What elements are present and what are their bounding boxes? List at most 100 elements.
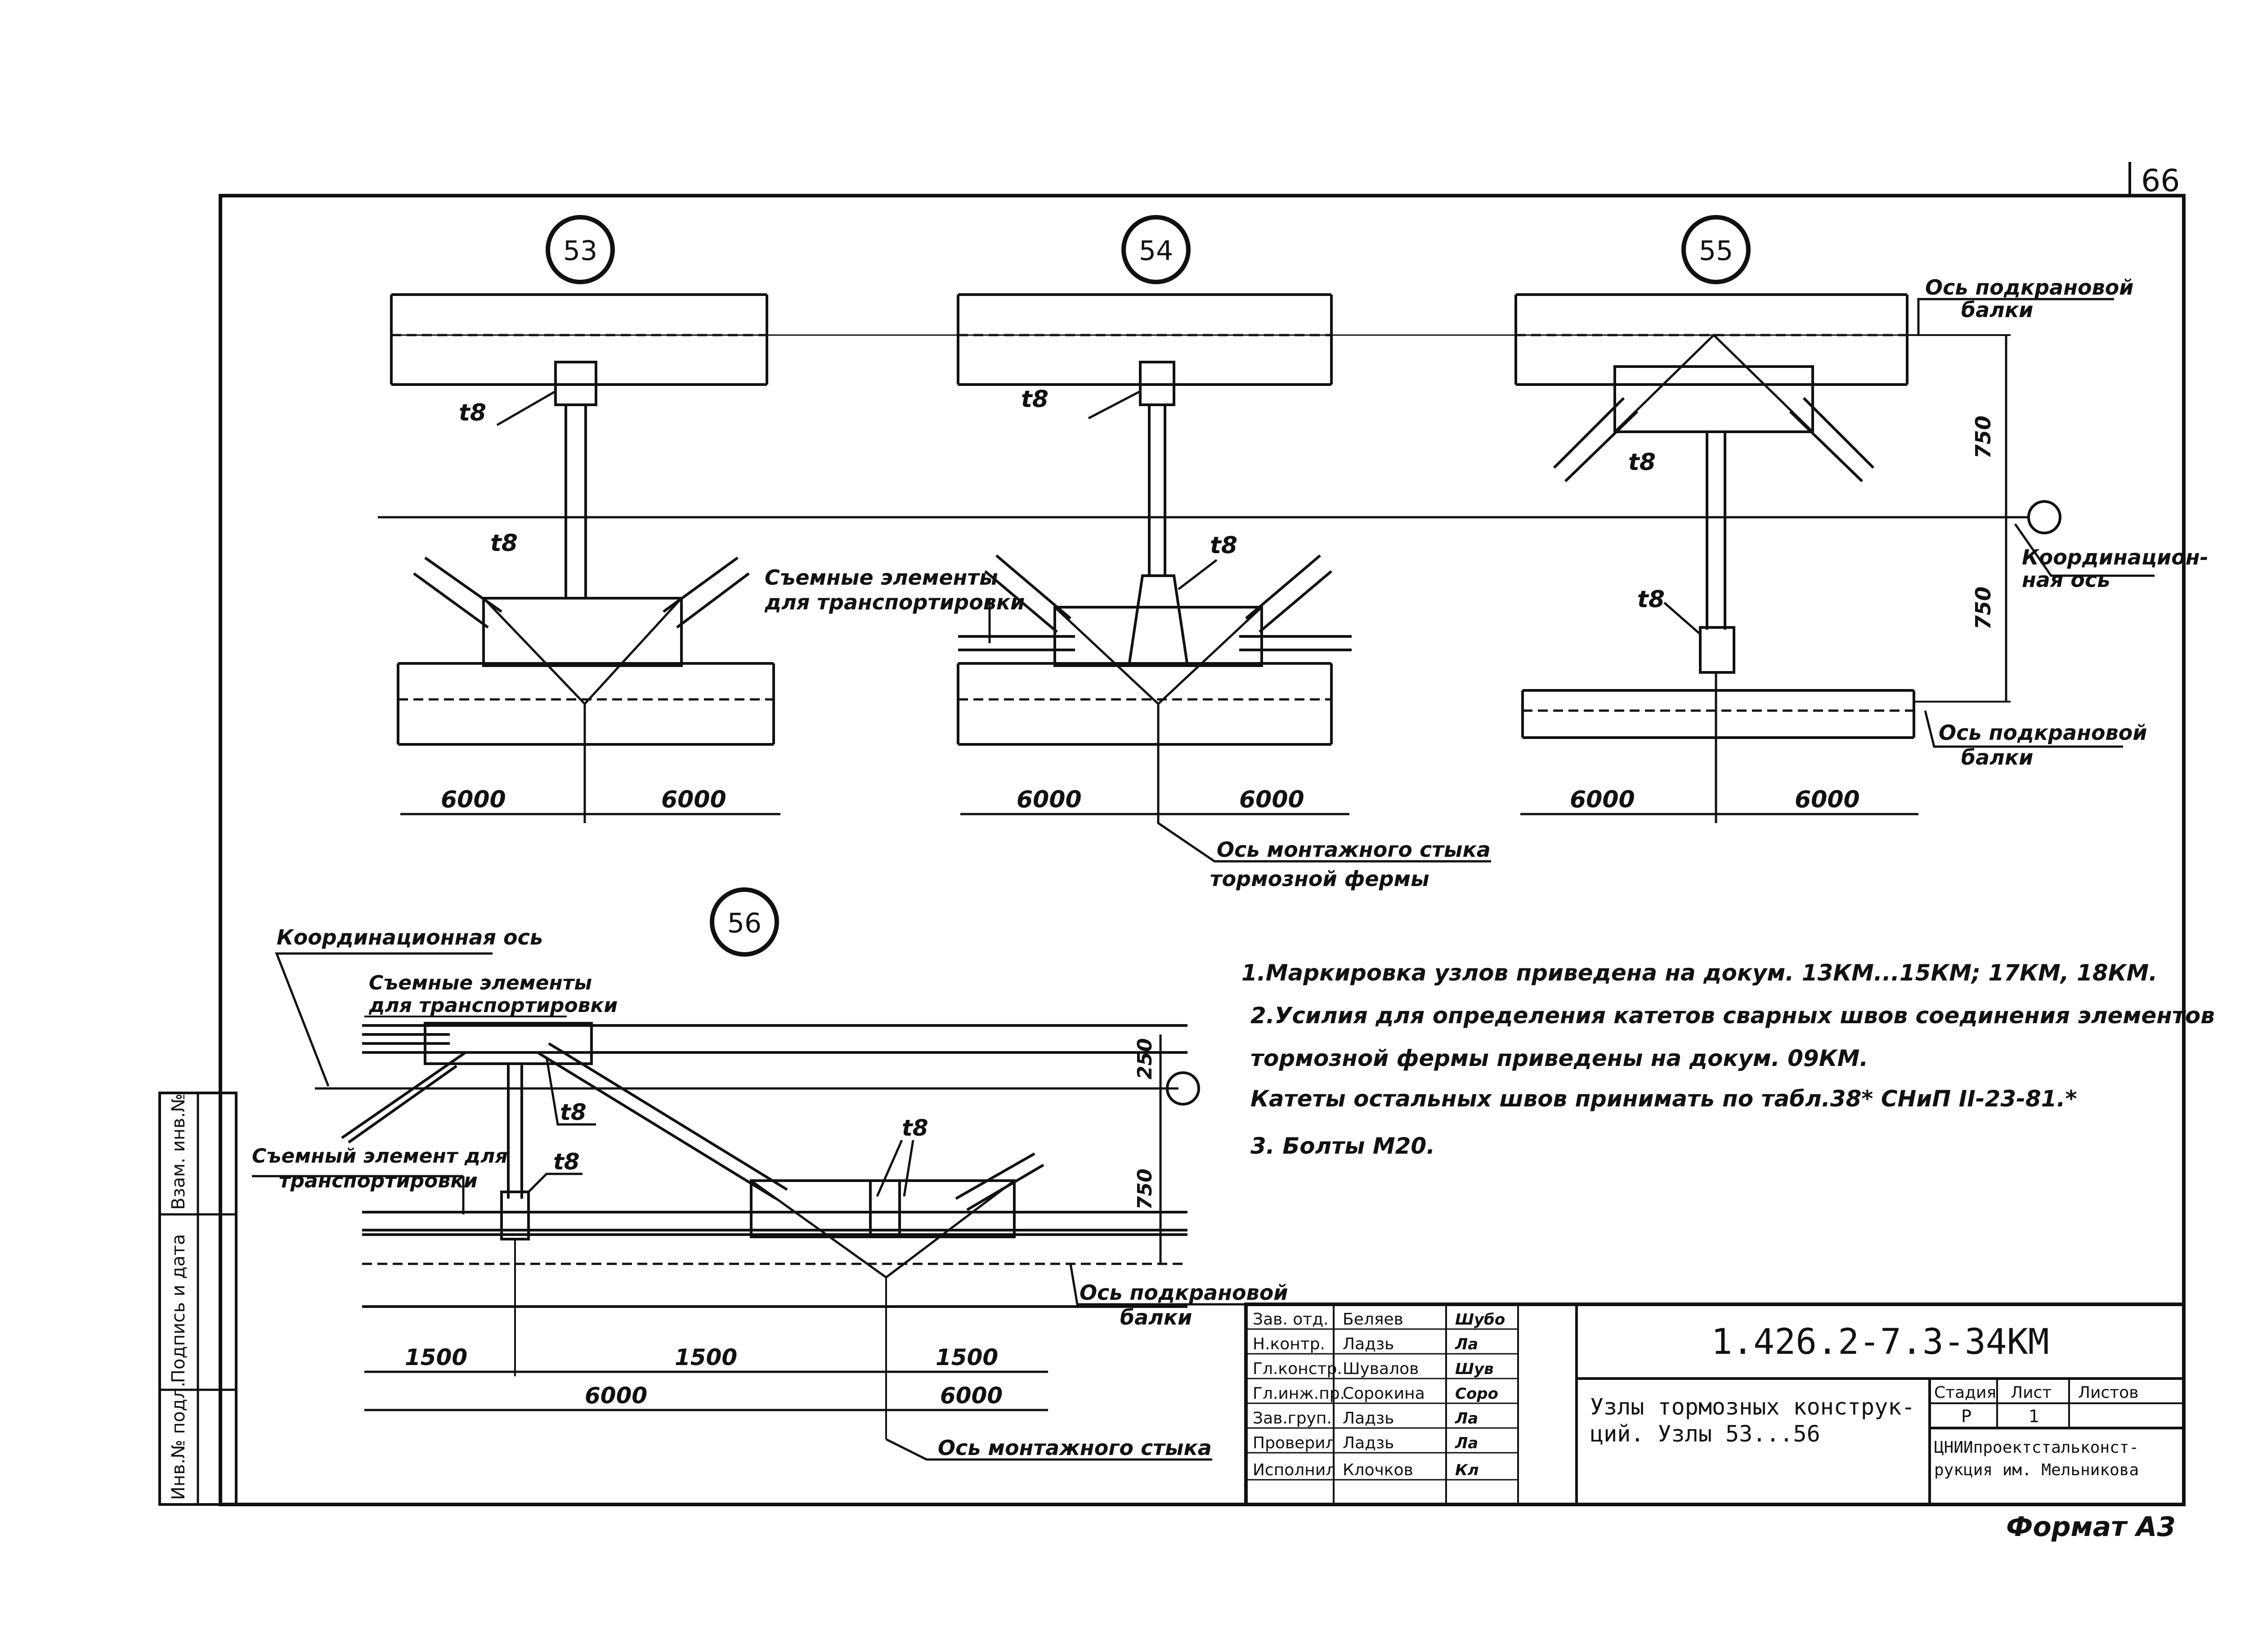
- node-55-dim-v-bottom: 750: [1971, 586, 1995, 630]
- sheet-number: 66: [2141, 163, 2180, 199]
- tb-name-4: Ладзь: [1343, 1409, 1394, 1428]
- node-56-plate-b: t8: [553, 1149, 580, 1175]
- node-53-label: 53: [563, 235, 597, 267]
- node-55-label: 55: [1699, 235, 1733, 267]
- tb-name-1: Ладзь: [1343, 1335, 1394, 1353]
- coord-axis-marker-top: [2027, 500, 2061, 534]
- node-54-plate-low: t8: [1210, 532, 1237, 559]
- node-56-removable-left-2: транспортировки: [279, 1169, 478, 1192]
- tb-role-1: Н.контр.: [1253, 1335, 1325, 1353]
- general-notes: 1.Маркировка узлов приведена на докум. 1…: [1241, 960, 2215, 1159]
- tb-sign-6: Кл: [1455, 1461, 1479, 1479]
- node-54-removable-2: для транспортировки: [764, 590, 1025, 614]
- tb-role-5: Проверил: [1253, 1434, 1336, 1452]
- tb-sheets-header: Листов: [2078, 1383, 2138, 1402]
- tb-sign-4: Ла: [1455, 1410, 1478, 1428]
- node-55-beam-axis-top-2: балки: [1961, 298, 2033, 322]
- node-55-coord-axis-2: ная ось: [2022, 568, 2110, 592]
- tb-role-0: Зав. отд.: [1253, 1310, 1329, 1329]
- node-53-plate-low: t8: [490, 530, 518, 557]
- node-54-removable-1: Съемные элементы: [765, 565, 998, 590]
- tb-sign-5: Ла: [1455, 1434, 1478, 1452]
- format-label: Формат А3: [2006, 1511, 2176, 1543]
- node-56-plate-c: t8: [902, 1115, 928, 1141]
- node-55-beam-axis-bottom-1: Ось подкрановой: [1939, 721, 2147, 745]
- note-1: 1.Маркировка узлов приведена на докум. 1…: [1241, 960, 2157, 986]
- node-55-plate-top: t8: [1628, 449, 1656, 476]
- side-stamp: Инв.№ подл. Подпись и дата Взам. инв.№: [158, 1092, 237, 1506]
- node-54-dim-right: 6000: [1239, 786, 1304, 813]
- node-55-dim-v-top: 750: [1971, 416, 1995, 459]
- node-56-dim-1500-a: 1500: [405, 1344, 467, 1370]
- node-56-dim-1500-b: 1500: [675, 1344, 737, 1370]
- side-stamp-inv: Инв.№ подл.: [168, 1382, 189, 1500]
- node-56-coord-axis: Координационная ось: [277, 925, 543, 949]
- tb-name-0: Беляев: [1343, 1310, 1403, 1329]
- tb-role-6: Исполнил: [1253, 1461, 1336, 1479]
- node-55-marker: [1681, 215, 1751, 284]
- node-53-plate-top: t8: [459, 399, 486, 426]
- node-54-joint-2: тормозной фермы: [1210, 867, 1429, 891]
- tb-role-3: Гл.инж.пр.: [1253, 1384, 1345, 1403]
- node-56-dim-6000-b: 6000: [940, 1383, 1003, 1409]
- node-54-plate-top: t8: [1021, 386, 1048, 413]
- tb-doc-code: 1.426.2-7.3-34КМ: [1711, 1322, 2049, 1362]
- node-54: 54 t8 t8 Съемные элементы для транспорти…: [764, 215, 1491, 891]
- node-56-beam-axis-2: балки: [1120, 1305, 1192, 1330]
- tb-name-5: Ладзь: [1343, 1434, 1394, 1452]
- node-55-beam-axis-top-1: Ось подкрановой: [1925, 275, 2134, 300]
- node-55-dim-left: 6000: [1570, 786, 1635, 813]
- note-5: 3. Болты М20.: [1250, 1133, 1435, 1159]
- node-56-removable-top-2: для транспортировки: [368, 994, 618, 1017]
- node-54-dim-left: 6000: [1017, 786, 1082, 813]
- tb-name-3: Сорокина: [1343, 1384, 1425, 1403]
- node-56-dim-v-bottom: 750: [1133, 1168, 1156, 1210]
- node-56-marker: [710, 887, 779, 957]
- node-55: 55 t8 t8 750 750 Ось подкрановой балки К…: [1514, 215, 2209, 823]
- node-56-removable-left-1: Съемный элемент для: [252, 1145, 508, 1168]
- node-54-label: 54: [1139, 235, 1173, 267]
- outer-frame: [219, 194, 2186, 1506]
- node-56-label: 56: [727, 908, 762, 939]
- node-56-removable-top-1: Съемные элементы: [369, 972, 592, 994]
- tb-sign-1: Ла: [1455, 1335, 1478, 1353]
- tb-stage-value: Р: [1961, 1406, 1971, 1426]
- side-stamp-replace: Взам. инв.№: [168, 1093, 189, 1210]
- node-53: 53 t8 t8 6000 6000: [390, 215, 780, 823]
- tb-title-2: ций. Узлы 53...56: [1590, 1421, 1820, 1447]
- node-56-dim-v-top: 250: [1133, 1038, 1156, 1079]
- node-56-dim-6000-a: 6000: [585, 1383, 647, 1409]
- node-53-dim-left: 6000: [441, 786, 506, 813]
- node-56-beam-axis-1: Ось подкрановой: [1080, 1280, 1288, 1305]
- node-56: 56 Координационная ось Съемные элементы …: [252, 887, 1288, 1461]
- tb-title-1: Узлы тормозных конструк-: [1590, 1394, 1915, 1420]
- tb-name-2: Шувалов: [1343, 1360, 1419, 1378]
- note-3: тормозной фермы приведены на докум. 09КМ…: [1250, 1045, 1868, 1071]
- node-56-plate-a: t8: [560, 1099, 587, 1125]
- tb-sign-3: Соро: [1455, 1385, 1498, 1403]
- side-stamp-sign: Подпись и дата: [168, 1234, 189, 1383]
- node-56-joint-axis: Ось монтажного стыка: [938, 1436, 1212, 1460]
- tb-sheet-header: Лист: [2011, 1383, 2052, 1402]
- node-55-coord-axis-1: Координацион-: [2022, 545, 2209, 569]
- tb-stage-header: Стадия: [1934, 1383, 1996, 1402]
- tb-sign-0: Шубо: [1455, 1311, 1505, 1329]
- tb-sign-2: Шув: [1455, 1360, 1494, 1378]
- tb-name-6: Клочков: [1343, 1461, 1413, 1479]
- node-54-joint-1: Ось монтажного стыка: [1217, 837, 1491, 862]
- tb-org-2: рукция им. Мельникова: [1934, 1461, 2139, 1479]
- node-54-marker: [1121, 215, 1191, 284]
- coord-axis-marker-bottom: [1166, 1071, 1200, 1106]
- node-55-beam-axis-bottom-2: балки: [1961, 745, 2033, 770]
- note-4: Катеты остальных швов принимать по табл.…: [1250, 1086, 2077, 1112]
- title-block: Зав. отд. Беляев Шубо Н.контр. Ладзь Ла …: [1244, 1303, 2186, 1506]
- node-55-plate-low: t8: [1637, 586, 1665, 613]
- node-56-dim-1500-c: 1500: [936, 1344, 998, 1370]
- tb-role-2: Гл.констр.: [1253, 1360, 1342, 1378]
- node-53-marker: [546, 215, 615, 284]
- tb-role-4: Зав.груп.: [1253, 1409, 1332, 1428]
- tb-sheet-value: 1: [2029, 1406, 2039, 1426]
- tb-org-1: ЦНИИпроектстальконст-: [1934, 1438, 2139, 1457]
- node-53-dim-right: 6000: [661, 786, 726, 813]
